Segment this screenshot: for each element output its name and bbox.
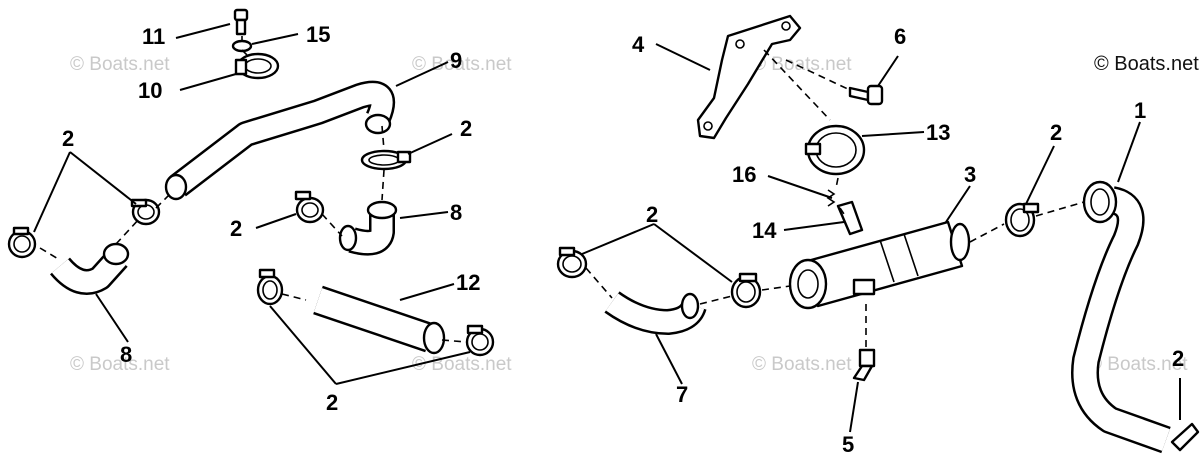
part-7-hose [604,291,707,335]
watermark: © Boats.net [1088,354,1188,375]
callout-16: 16 [732,162,756,187]
part-5-fitting [852,348,876,382]
part-8-elbow-center [338,200,398,256]
watermarks: © Boats.net © Boats.net © Boats.net © Bo… [70,54,1188,375]
copyright-text: © Boats.net [1094,53,1199,75]
callout-4: 4 [632,32,645,57]
watermark: © Boats.net [412,354,512,375]
watermark: © Boats.net [70,354,170,375]
callout-6: 6 [894,24,906,49]
callout-2: 2 [646,202,658,227]
watermark: © Boats.net [752,54,852,75]
part-12-hose [313,285,446,355]
watermark: © Boats.net [752,354,852,375]
callout-11: 11 [142,24,165,49]
clamp-icon [556,246,588,279]
callout-10: 10 [138,78,162,103]
callout-8: 8 [450,200,462,225]
clamp-icon [1004,202,1040,238]
callout-8: 8 [120,342,132,367]
callout-2: 2 [1050,120,1062,145]
clamp-icon [730,272,762,309]
callouts: 11 15 10 9 2 2 2 8 12 8 2 4 6 13 16 14 3… [62,22,1184,457]
clamp-icon [465,324,495,357]
clamp-icon [294,190,325,224]
callout-14: 14 [752,218,777,243]
part-14-bolt [836,200,864,236]
watermark: © Boats.net [412,54,512,75]
callout-2: 2 [230,216,242,241]
callout-2: 2 [1172,346,1184,371]
clamp-icon [130,198,161,226]
part-4-bracket [696,14,802,140]
part-16-spring [826,189,836,207]
callout-12: 12 [456,270,480,295]
callout-1: 1 [1134,98,1146,123]
part-15-washer [231,39,253,53]
callout-2: 2 [460,116,472,141]
part-9-hose [164,80,396,201]
clamp-icon [360,149,412,171]
callout-2: 2 [62,126,74,151]
part-10-clamp [234,52,280,80]
part-2-tip [1170,422,1200,452]
part-3-cooler [788,220,971,310]
callout-5: 5 [842,432,854,457]
callout-9: 9 [450,48,462,73]
callout-13: 13 [926,120,950,145]
watermark: © Boats.net [70,54,170,75]
part-11-bolt [233,8,249,36]
callout-3: 3 [964,162,976,187]
part-6-bolt [848,84,884,106]
clamp-icon [7,226,37,259]
part-8-elbow-left [50,242,130,295]
part-13-clamp [804,124,866,176]
callout-7: 7 [676,382,688,407]
part-1-hose [1071,180,1171,454]
callout-15: 15 [306,22,330,47]
clamp-icon [256,268,284,306]
callout-2: 2 [326,390,338,415]
